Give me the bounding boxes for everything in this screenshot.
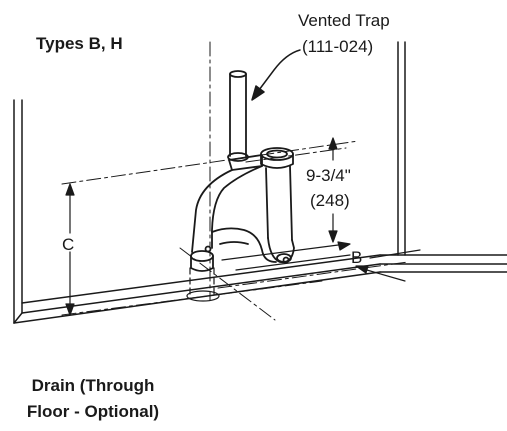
diagram-title: Types B, H — [36, 34, 123, 53]
dimension-height — [328, 137, 338, 243]
dimension-b-label: B — [351, 248, 362, 267]
callout-arrow — [251, 49, 301, 101]
cabinet-outline — [13, 41, 507, 324]
callout-part-number: (111-024) — [302, 37, 373, 56]
callout-name: Vented Trap — [298, 11, 390, 30]
drain-caption: Drain (Through Floor - Optional) — [8, 373, 178, 425]
dimension-height-imperial: 9-3/4" — [306, 166, 351, 185]
dimension-b — [221, 241, 421, 282]
trap-body — [190, 147, 295, 272]
dimension-c — [65, 183, 75, 316]
dimension-c-label: C — [62, 235, 74, 254]
dimension-height-metric: (248) — [310, 191, 350, 210]
reference-lines — [61, 41, 409, 321]
caption-line-2: Floor - Optional) — [26, 402, 160, 421]
caption-line-1: Drain (Through — [31, 376, 155, 395]
floor-drain — [186, 267, 220, 302]
vent-pipe — [227, 70, 249, 162]
